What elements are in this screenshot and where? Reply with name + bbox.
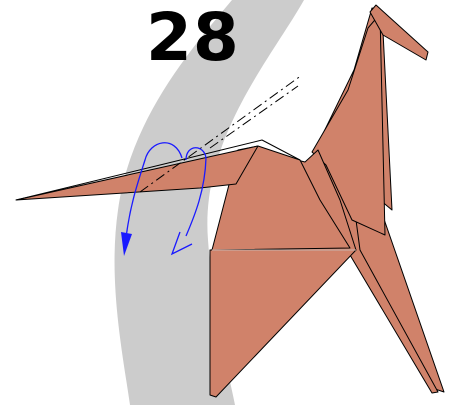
front-leg — [209, 249, 357, 398]
horse-figure — [15, 4, 445, 398]
fold-guide-line — [139, 74, 303, 193]
fold-arrow-behind — [185, 147, 207, 237]
head — [369, 4, 429, 61]
neck-front — [311, 13, 386, 236]
fold-arrow-down — [125, 142, 183, 239]
step-number: 28 — [146, 0, 240, 76]
fold-guide-line-2 — [209, 85, 299, 149]
background-band — [114, 0, 304, 405]
fold-arrowhead-behind — [170, 231, 193, 256]
fold-arrowhead-down — [121, 232, 132, 256]
tail-fold-edge — [15, 139, 301, 201]
tail — [15, 145, 259, 201]
